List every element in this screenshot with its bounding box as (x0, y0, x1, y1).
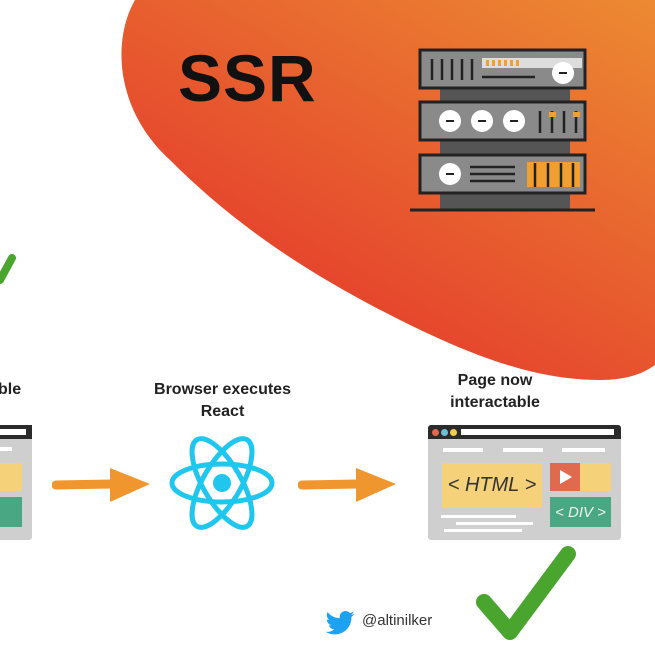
caption-line: Browser executes (154, 381, 291, 398)
caption-line: React (200, 403, 245, 420)
checkmark-icon-partial (0, 254, 16, 284)
step3-caption: Page now interactable (420, 370, 570, 414)
caption-line: Page now (457, 372, 533, 389)
browser-mock: < HTML > < DIV > (428, 425, 621, 540)
caption-line: interactable (450, 394, 540, 411)
arrow-right-icon (298, 468, 396, 502)
react-logo-icon (169, 436, 275, 530)
step1-caption: ble (0, 381, 22, 398)
html-block: < HTML > (442, 463, 542, 508)
page-title: SSR (178, 41, 317, 115)
server-rack-icon (410, 48, 595, 212)
div-block: < DIV > (550, 497, 611, 527)
twitter-icon (325, 611, 355, 635)
checkmark-icon (476, 546, 576, 640)
play-icon (550, 463, 580, 491)
step2-caption: Browser executes React (140, 379, 305, 423)
twitter-handle: @altinilker (362, 612, 433, 629)
browser-mock-partial (0, 425, 32, 540)
arrow-right-icon (52, 468, 150, 502)
